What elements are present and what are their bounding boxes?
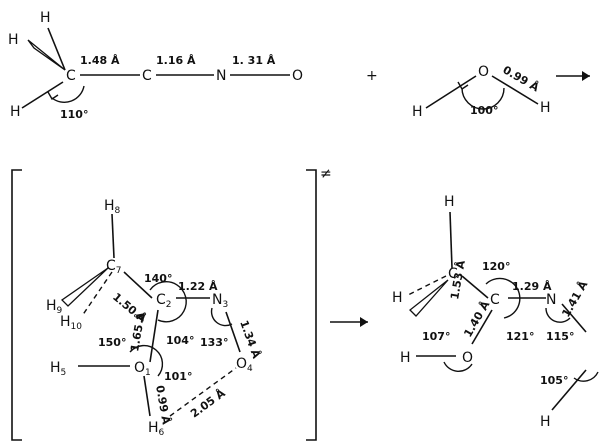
angle-label-product-121: 121° xyxy=(506,330,534,343)
angle-label-ts-133: 133° xyxy=(200,336,228,349)
transition-state-symbol: ≠ xyxy=(320,166,332,182)
bond-ts-o1-h6 xyxy=(143,375,151,417)
angle-arc-ts-o1 xyxy=(129,344,164,377)
atom-reactant-c1: C xyxy=(66,68,76,84)
angle-label-water: 100° xyxy=(470,104,498,117)
atom-product-h-top: H xyxy=(444,194,455,210)
angle-label-reactant: 110° xyxy=(60,108,88,121)
bond-product-o-h-right xyxy=(551,369,587,411)
angle-label-product-107: 107° xyxy=(422,330,450,343)
bond-product-c2-o xyxy=(471,309,493,345)
dashed-bond-product-c1-h xyxy=(405,275,447,297)
bond-label-product-c2-o: 1.40 Å xyxy=(461,298,492,339)
atom-reactant-h-top: H xyxy=(40,10,51,26)
angle-arrowhead-reactant xyxy=(47,91,59,100)
bond-product-c1-h-top xyxy=(449,211,453,269)
bond-ts-c7-c2 xyxy=(123,271,153,299)
bond-ts-o1-c2 xyxy=(149,309,159,363)
reactant-molecule: H H H C C N O 1.48 Å 1.16 Å 1. 31 Å 110° xyxy=(8,10,303,121)
atom-ts-h6: H6 xyxy=(148,420,165,438)
atom-product-n: N xyxy=(546,292,556,308)
atom-ts-h10: H10 xyxy=(60,314,82,332)
atom-reactant-o: O xyxy=(292,68,303,84)
atom-reactant-h-bottom: H xyxy=(10,104,21,120)
water-molecule: O H H 0.99 Å 100° xyxy=(412,63,551,120)
bond-product-c1-c2 xyxy=(461,275,489,299)
angle-arc-reactant xyxy=(51,85,85,103)
angle-arc-product-o-ring xyxy=(573,371,599,382)
atom-product-h-right: H xyxy=(540,414,551,430)
atom-ts-o1: O1 xyxy=(134,360,151,378)
atom-reactant-h-wedge: H xyxy=(8,32,19,48)
atom-product-h-left: H xyxy=(392,290,403,306)
reaction-arrow-bottom xyxy=(330,317,368,327)
angle-arc-ts-c2 xyxy=(149,281,187,323)
reaction-arrow-top xyxy=(556,71,590,81)
atom-product-c1: C xyxy=(448,266,458,282)
atom-ts-n3: N3 xyxy=(212,292,228,310)
angle-label-ts-104: 104° xyxy=(166,334,194,347)
bracket-right xyxy=(306,169,317,441)
bond-label-product-c2-n: 1.29 Å xyxy=(512,280,552,293)
atom-reactant-c2: C xyxy=(142,68,152,84)
wedge-reactant-c1-h xyxy=(27,39,66,71)
atom-product-c2: C xyxy=(490,292,500,308)
bond-label-ts-n3-o4: 1.34 Å xyxy=(237,319,263,361)
angle-arc-product-c2 xyxy=(485,277,521,319)
bond-label-ts-c2-n3: 1.22 Å xyxy=(178,280,218,293)
atom-product-o-ring: O xyxy=(462,350,473,366)
atom-ts-c7: C7 xyxy=(106,258,122,276)
angle-arc-ts-n3 xyxy=(210,307,233,327)
angle-label-product-120: 120° xyxy=(482,260,510,273)
angle-label-ts-140: 140° xyxy=(144,272,172,285)
bond-label-water-o-h: 0.99 Å xyxy=(501,63,542,94)
bond-ts-c7-h8 xyxy=(111,213,115,259)
angle-label-ts-150: 150° xyxy=(98,336,126,349)
bracket-left xyxy=(11,169,22,441)
atom-water-h-left: H xyxy=(412,104,423,120)
transition-state: ≠ H8 C7 H9 H10 C2 N3 O4 H5 O1 H6 1.50 Å … xyxy=(11,166,332,441)
atom-water-h-right: H xyxy=(540,100,551,116)
angle-arc-water xyxy=(461,87,505,110)
atom-ts-h5: H5 xyxy=(50,360,66,378)
bond-reactant-c1-h-top xyxy=(47,27,66,71)
angle-label-product-115: 115° xyxy=(546,330,574,343)
angle-label-ts-101: 101° xyxy=(164,370,192,383)
atom-product-h-o: H xyxy=(400,350,411,366)
bond-product-n-o xyxy=(561,303,587,333)
atom-water-o: O xyxy=(478,64,489,80)
bond-label-reactant-c2-n: 1.16 Å xyxy=(156,54,196,67)
dashed-bond-ts-h6-o4 xyxy=(169,367,237,417)
wedge-product-c1-h xyxy=(409,279,449,317)
bond-ts-n3-o4 xyxy=(225,311,241,353)
bond-label-product-n-o: 1.41 Å xyxy=(559,278,590,319)
bond-reactant-c1-h-bottom xyxy=(21,81,64,109)
product-molecule: H H C C N O H H 1.53 Å 1.29 Å 1.40 Å 1.4… xyxy=(392,194,599,430)
atom-ts-h8: H8 xyxy=(104,198,121,216)
angle-arc-product-o xyxy=(443,361,473,373)
atom-ts-c2: C2 xyxy=(156,292,172,310)
angle-label-product-105: 105° xyxy=(540,374,568,387)
atom-reactant-n: N xyxy=(216,68,226,84)
bond-label-reactant-c1-c2: 1.48 Å xyxy=(80,54,120,67)
bond-label-ts-h6-o4: 2.05 Å xyxy=(188,386,228,420)
angle-arc-product-n xyxy=(545,307,571,323)
bond-water-o-h-right xyxy=(491,75,539,105)
wedge-ts-c7-h9 xyxy=(60,267,109,307)
bond-water-o-h-left xyxy=(425,75,477,109)
angle-arrowhead-water xyxy=(457,81,469,90)
atom-ts-h9: H9 xyxy=(46,298,63,316)
plus-sign: + xyxy=(366,68,378,84)
bond-label-reactant-n-o: 1. 31 Å xyxy=(232,54,276,67)
atom-ts-o4: O4 xyxy=(236,356,253,374)
